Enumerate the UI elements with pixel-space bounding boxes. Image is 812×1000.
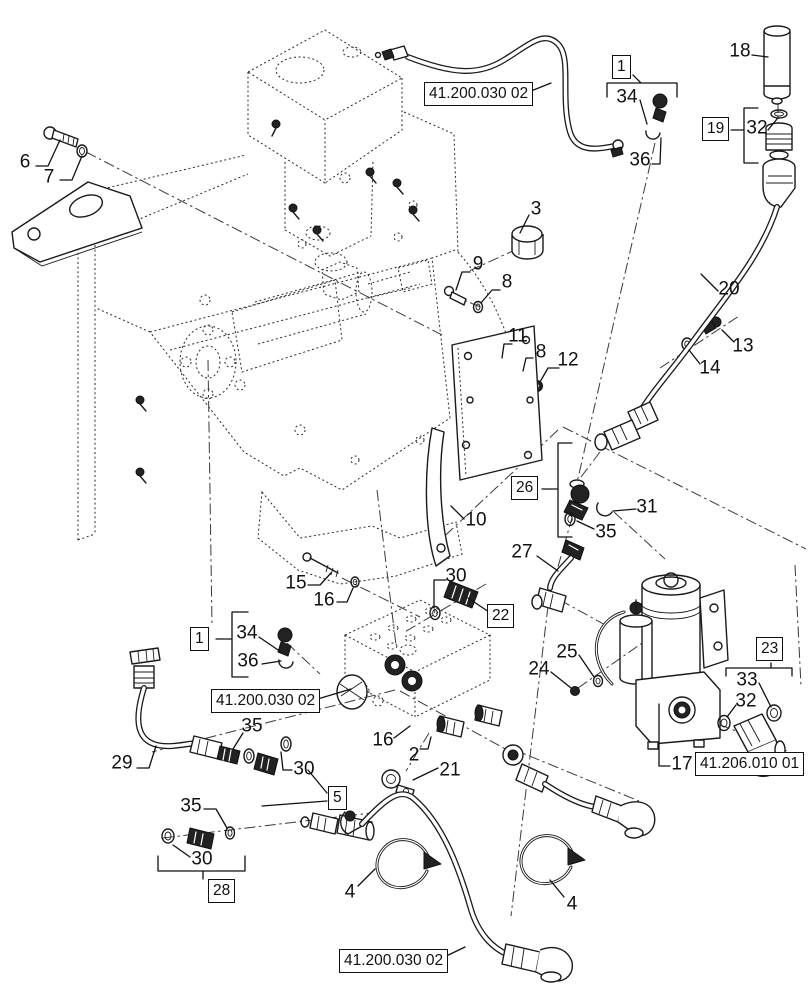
hose-27 bbox=[531, 539, 585, 613]
bolt-15 bbox=[302, 552, 339, 578]
frame-phantom-outline bbox=[59, 29, 525, 585]
o-ring-30a bbox=[429, 605, 441, 621]
elbow-26 bbox=[563, 479, 590, 521]
fitting-30b-dark bbox=[253, 752, 279, 776]
washer-25 bbox=[592, 674, 604, 688]
o-ring-35c bbox=[224, 826, 236, 840]
hose-bottom-right bbox=[502, 744, 656, 839]
hose-bottom-main bbox=[340, 791, 573, 983]
bolt-6 bbox=[43, 126, 79, 148]
tower-hole bbox=[275, 56, 325, 84]
valve-ports bbox=[354, 607, 452, 707]
elbow-fitting-20-top bbox=[762, 158, 796, 208]
pump-mount-bracket bbox=[699, 589, 729, 669]
elbow-fitting-23 bbox=[733, 713, 786, 777]
o-ring-35b bbox=[243, 748, 255, 764]
hose-top bbox=[374, 35, 624, 158]
leader-lines bbox=[35, 54, 793, 961]
steering-cylinder-phantom bbox=[179, 259, 433, 400]
o-ring-30b bbox=[280, 736, 292, 752]
clip-36-left bbox=[278, 659, 294, 669]
breather-tube-18 bbox=[763, 25, 791, 105]
coupler-a bbox=[436, 715, 465, 738]
cap-nut-3 bbox=[511, 225, 544, 260]
hose-29-crimp bbox=[189, 735, 223, 760]
elbow-34-top bbox=[652, 93, 668, 123]
fitting-30c-dark bbox=[186, 827, 215, 850]
washer-8a bbox=[472, 300, 484, 314]
washer-7 bbox=[76, 144, 88, 158]
o-ring-32b bbox=[717, 714, 731, 732]
hose-20-end-nut bbox=[603, 419, 641, 451]
mounting-plate-left bbox=[11, 181, 143, 267]
clip-36-top bbox=[645, 130, 661, 140]
hose-20 bbox=[594, 204, 780, 451]
valve-block-phantom bbox=[336, 599, 492, 718]
projection-lines bbox=[85, 102, 807, 917]
hose-29 bbox=[129, 647, 241, 765]
washer-28-left bbox=[161, 828, 175, 844]
washer-16a bbox=[350, 576, 360, 588]
cable-tie-4-left bbox=[375, 838, 442, 890]
bracket-plate bbox=[451, 325, 543, 481]
tower-hole-small bbox=[342, 46, 362, 58]
bolt-24 bbox=[570, 686, 580, 696]
bolt-9 bbox=[443, 285, 467, 306]
valve-spool-knob-center bbox=[391, 661, 399, 669]
fitting-30a bbox=[443, 580, 479, 609]
pump-reservoir bbox=[619, 614, 653, 628]
washer-33 bbox=[766, 704, 782, 722]
seal-washer-32-top bbox=[770, 109, 788, 119]
clip-31 bbox=[595, 502, 613, 517]
cable-tie-4-right bbox=[519, 834, 586, 886]
valve-spool-knob-center bbox=[408, 677, 416, 685]
coupler-b bbox=[474, 704, 503, 727]
o-ring-35-mid bbox=[564, 511, 576, 527]
support-bracket-10 bbox=[425, 427, 451, 567]
frame-bolts bbox=[135, 119, 420, 484]
adapter-fitting-19 bbox=[765, 122, 793, 160]
frame-holes bbox=[199, 172, 425, 465]
pump-assembly-17 bbox=[594, 572, 729, 750]
